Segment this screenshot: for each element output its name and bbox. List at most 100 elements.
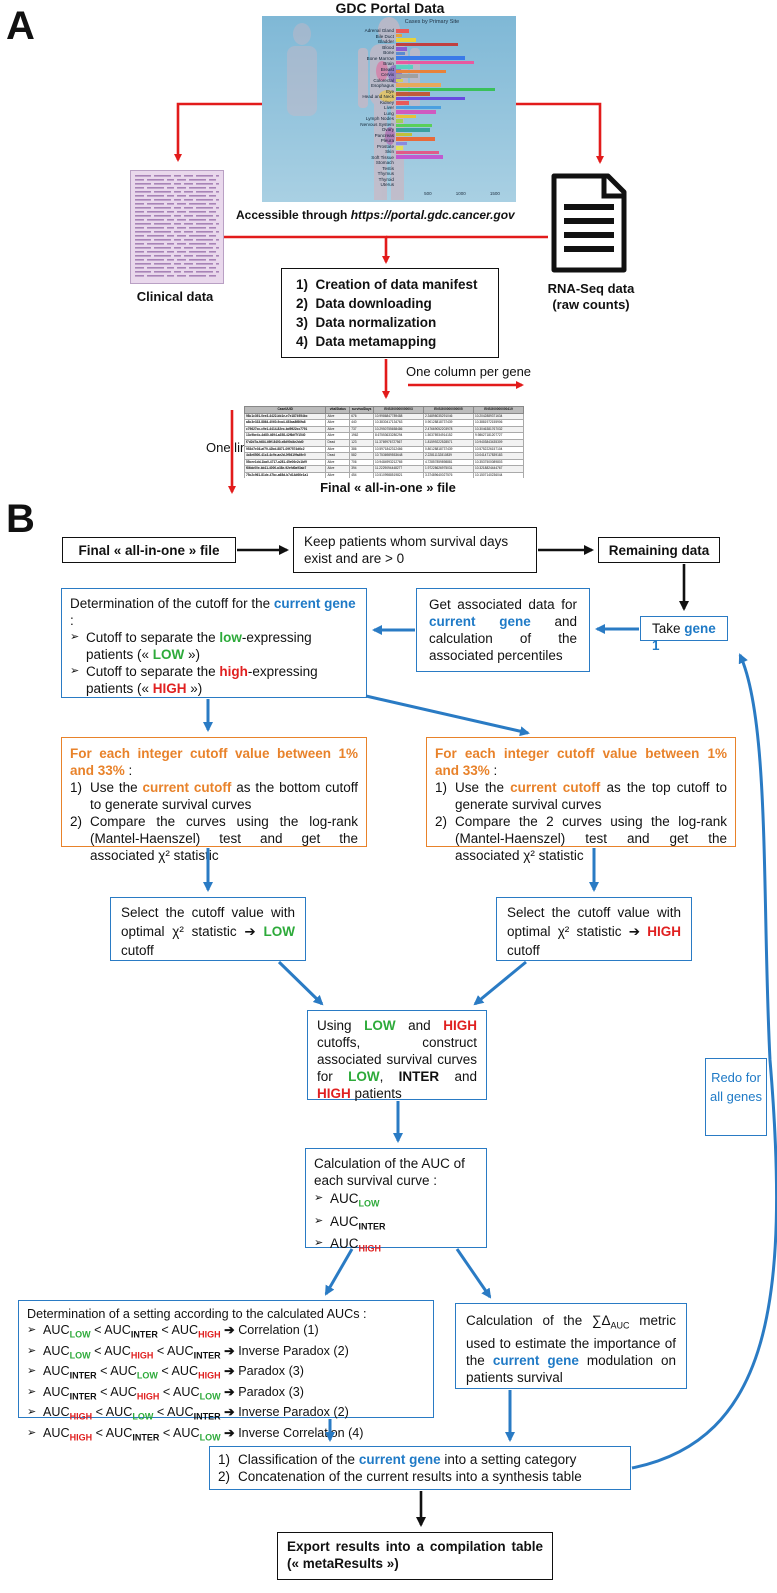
doc-line [167, 211, 174, 213]
site-bar [396, 83, 441, 87]
t: Select the cutoff value with optimal χ² … [121, 905, 295, 939]
arrow-to-rnaseq [516, 102, 604, 164]
less-than: < [157, 1323, 172, 1337]
doc-line [177, 179, 186, 181]
doc-line [216, 231, 219, 233]
site-bar [396, 47, 408, 51]
doc-line [135, 235, 144, 237]
doc-line [154, 183, 171, 185]
site-bar [396, 51, 405, 55]
doc-line [189, 195, 206, 197]
doc-line [216, 175, 219, 177]
doc-line [216, 199, 219, 201]
doc-line [135, 251, 144, 253]
arrow-auc-to-setting [324, 1248, 354, 1296]
site-bar [396, 78, 403, 82]
auc: AUC [43, 1343, 70, 1358]
final-file-box: Final « all-in-one » file [62, 537, 236, 563]
doc-line [167, 227, 174, 229]
step-num: 4) [296, 334, 309, 349]
portal-chart-title: Cases by Primary Site [404, 19, 460, 25]
current-gene-label: current gene [358, 1452, 441, 1467]
auc-sub: INTER [193, 1411, 221, 1422]
setting-result: Inverse Paradox (2) [238, 1343, 349, 1358]
setting-item: AUCINTER < AUCLOW < AUCHIGH ➔ Paradox (3… [27, 1363, 425, 1384]
doc-line [167, 251, 174, 253]
portal-axis-ticks: 500 1000 1500 [412, 191, 512, 196]
doc-line [196, 207, 213, 209]
doc-line [209, 259, 216, 261]
setting-result: Paradox (3) [238, 1364, 304, 1379]
doc-line [167, 195, 174, 197]
doc-line [167, 187, 174, 189]
doc-line [167, 267, 174, 269]
doc-line [184, 175, 193, 177]
portal-url[interactable]: https://portal.gdc.cancer.gov [350, 208, 515, 222]
doc-line [135, 207, 151, 209]
doc-line [189, 219, 206, 221]
t: Cutoff to separate the [86, 664, 220, 679]
step-item: 1) Creation of data manifest [296, 275, 498, 294]
site-bar [396, 87, 495, 91]
settings-list: AUCLOW < AUCINTER < AUCHIGH ➔ Correlatio… [27, 1322, 425, 1445]
site-label: Ovary [381, 127, 394, 132]
t: cutoff [507, 943, 540, 958]
doc-line [189, 275, 206, 277]
auc: AUC [173, 1384, 200, 1399]
arrow-det-to-right [365, 694, 530, 737]
rnaseq-label-line2: (raw counts) [552, 297, 630, 312]
doc-line [177, 275, 186, 277]
doc-line [196, 175, 213, 177]
doc-line [177, 203, 186, 205]
site-bar [396, 146, 403, 150]
left-steps: 1)Use the current cutoff as the bottom c… [70, 779, 358, 864]
doc-line [154, 247, 171, 249]
site-label: Breast [380, 66, 394, 72]
low-label: LOW [364, 1018, 396, 1033]
site-label: Uterus [380, 182, 394, 187]
low-cutoff-item: Cutoff to separate the low-expressing pa… [70, 629, 358, 663]
doc-line [147, 203, 164, 205]
doc-line [177, 235, 186, 237]
auc: AUC [43, 1405, 70, 1420]
cutoff-list: Cutoff to separate the low-expressing pa… [70, 629, 358, 697]
site-bar [396, 92, 430, 96]
auc-sub: AUC [610, 1320, 630, 1331]
doc-line [135, 215, 151, 217]
doc-line [177, 259, 186, 261]
site-bar [396, 105, 441, 109]
for-each-cutoff-left-box: For each integer cutoff value between 1%… [61, 737, 367, 863]
current-cutoff-label: current cutoff [510, 780, 601, 795]
arrow-select-high-to-using [473, 960, 527, 1006]
doc-line [147, 195, 164, 197]
auc-inter: AUCINTER [314, 1213, 478, 1236]
doc-line [147, 235, 164, 237]
doc-line [154, 175, 171, 177]
doc-line [216, 191, 219, 193]
t: and [395, 1018, 444, 1033]
site-bar [396, 38, 417, 42]
arrow-right-icon: ➔ [220, 1384, 239, 1399]
doc-line [147, 211, 164, 213]
doc-line [154, 271, 171, 273]
auc-sub: LOW [199, 1391, 221, 1402]
t: , [379, 1069, 399, 1084]
doc-line [174, 223, 181, 225]
left-step-1: 1)Use the current cutoff as the bottom c… [70, 780, 359, 812]
site-bar [396, 29, 410, 33]
portal-site-bars [396, 28, 508, 160]
doc-line [184, 199, 193, 201]
site-label: Lymph Nodes [365, 116, 394, 121]
t: as the bottom cutoff to generate surviva… [90, 780, 359, 812]
t: modulation on patients survival [466, 1352, 676, 1385]
remaining-data-box: Remaining data [598, 537, 720, 563]
auc-sub: INTER [69, 1370, 97, 1381]
doc-line [189, 235, 206, 237]
doc-line [174, 215, 181, 217]
rnaseq-document-icon [551, 173, 627, 273]
doc-line [135, 239, 151, 241]
doc-line [135, 259, 144, 261]
